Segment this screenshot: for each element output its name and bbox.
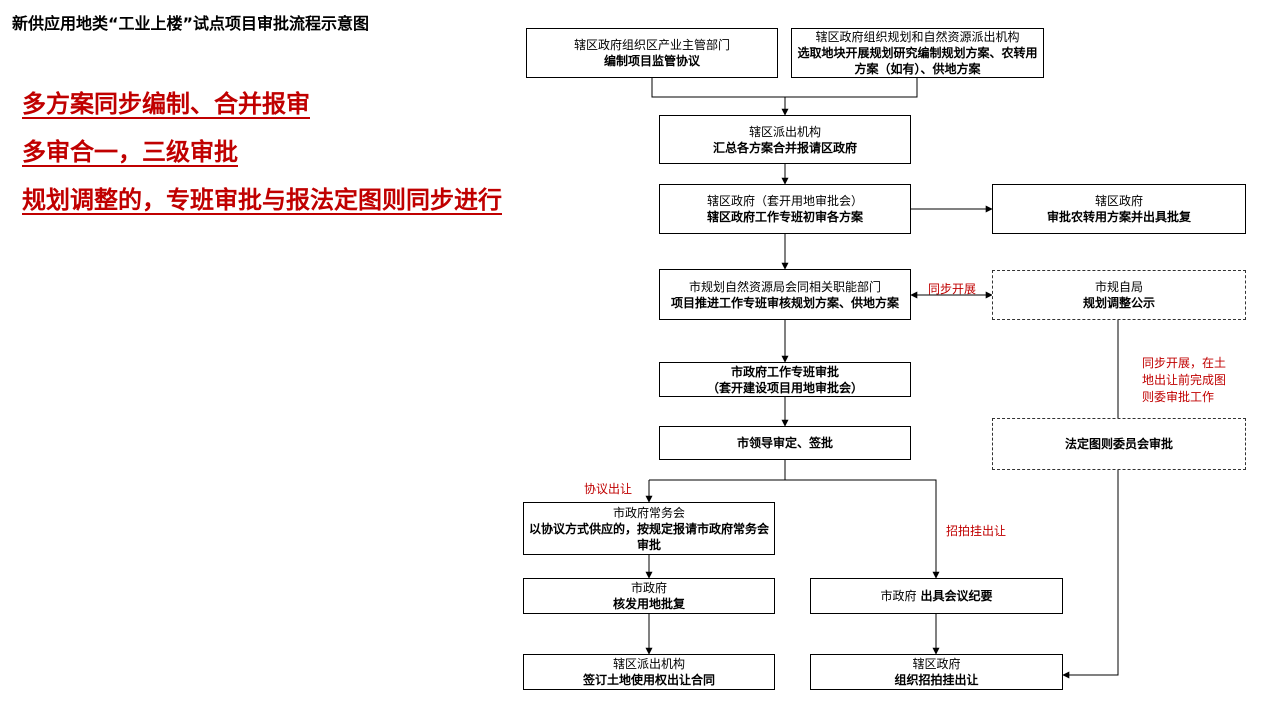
connector-branch	[649, 460, 786, 481]
box-line1: 市政府	[630, 581, 667, 595]
box-line2: 审批农转用方案并出具批复	[1046, 210, 1191, 224]
box-line2: 规划调整公示	[1082, 296, 1155, 310]
box-line2: 项目推进工作专班审核规划方案、供地方案	[670, 295, 899, 310]
box-meeting-minutes: 市政府 出具会议纪要	[810, 578, 1063, 614]
box-district-review: 辖区政府（套开用地审批会） 辖区政府工作专班初审各方案	[659, 184, 911, 234]
arrow-sync-to-auction	[1062, 320, 1119, 679]
box-line2: 核发用地批复	[612, 597, 685, 611]
box-city-special-team: 市政府工作专班审批 （套开建设项目用地审批会）	[659, 362, 911, 397]
arrow-to-minutes	[785, 479, 940, 579]
box-line1: 市政府常务会	[612, 505, 685, 520]
highlight-2: 多审合一，三级审批	[22, 138, 238, 166]
box-line1: 市政府工作专班审批	[730, 364, 839, 379]
box-city-review: 市规划自然资源局会同相关职能部门 项目推进工作专班审核规划方案、供地方案	[659, 269, 911, 320]
box-standing-committee: 市政府常务会 以协议方式供应的，按规定报请市政府常务会审批	[523, 502, 775, 555]
box-line1: 辖区政府（套开用地审批会）	[706, 194, 863, 208]
box-plan-publicity: 市规自局 规划调整公示	[992, 270, 1246, 320]
box-industry-dept: 辖区政府组织区产业主管部门 编制项目监管协议	[526, 28, 778, 78]
box-line2: 选取地块开展规划研究编制规划方案、农转用方案（如有）、供地方案	[797, 46, 1038, 76]
box-line2: （套开建设项目用地审批会）	[706, 380, 863, 395]
highlight-1: 多方案同步编制、合并报审	[22, 90, 310, 118]
page-title: 新供应用地类“工业上楼”试点项目审批流程示意图	[12, 14, 370, 33]
box-line1: 市政府	[880, 589, 917, 603]
box-leader-approval: 市领导审定、签批	[659, 426, 911, 460]
box-line2: 签订土地使用权出让合同	[582, 673, 715, 687]
box-line2: 出具会议纪要	[920, 589, 993, 603]
label-agreement-transfer: 协议出让	[584, 482, 633, 496]
box-line1: 辖区派出机构	[748, 124, 821, 139]
box-land-approval: 市政府 核发用地批复	[523, 578, 775, 614]
box-line2: 法定图则委员会审批	[1064, 437, 1173, 451]
box-auction-transfer: 辖区政府 组织招拍挂出让	[810, 654, 1063, 690]
connector-merge	[651, 78, 918, 98]
box-farmland-approval: 辖区政府 审批农转用方案并出具批复	[992, 184, 1246, 234]
box-line2: 以协议方式供应的，按规定报请市政府常务会审批	[528, 521, 769, 552]
label-auction-transfer: 招拍挂出让	[946, 524, 1007, 538]
box-line1: 辖区派出机构	[612, 657, 685, 671]
box-summary: 辖区派出机构 汇总各方案合并报请区政府	[659, 115, 911, 164]
box-line2: 汇总各方案合并报请区政府	[712, 140, 857, 155]
box-line2: 市领导审定、签批	[736, 436, 833, 450]
label-sync: 同步开展	[928, 282, 977, 296]
box-line1: 辖区政府组织区产业主管部门	[573, 38, 730, 52]
box-planning-dept: 辖区政府组织规划和自然资源派出机构 选取地块开展规划研究编制规划方案、农转用方案…	[791, 28, 1044, 78]
box-line2: 编制项目监管协议	[603, 54, 700, 68]
box-line1: 市规划自然资源局会同相关职能部门	[688, 279, 881, 294]
box-sign-contract: 辖区派出机构 签订土地使用权出让合同	[523, 654, 775, 690]
box-line2: 辖区政府工作专班初审各方案	[706, 210, 863, 224]
box-line2: 组织招拍挂出让	[894, 673, 979, 687]
box-line1: 辖区政府组织规划和自然资源派出机构	[815, 30, 1020, 44]
highlight-3: 规划调整的，专班审批与报法定图则同步进行	[22, 186, 502, 214]
box-line1: 市规自局	[1094, 280, 1143, 294]
box-line1: 辖区政府	[1094, 194, 1143, 208]
box-zoning-committee: 法定图则委员会审批	[992, 418, 1246, 470]
label-sync-note: 同步开展，在土地出让前完成图则委审批工作	[1142, 356, 1227, 404]
box-line1: 辖区政府	[912, 657, 961, 671]
